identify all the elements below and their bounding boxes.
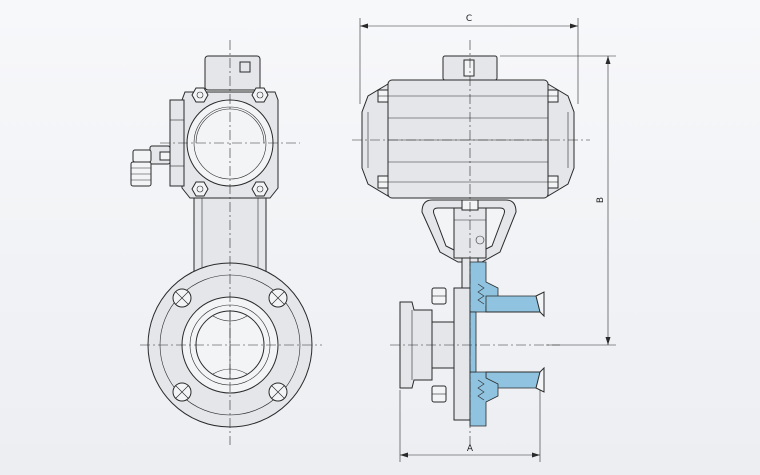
- lower-seal-serration: [477, 379, 485, 401]
- flange-bolt-tr: [268, 288, 288, 308]
- air-fitting: [130, 145, 171, 187]
- actuator-body: [387, 79, 549, 199]
- cap-bolt-tl: [377, 89, 389, 103]
- actuator-port-boss: [204, 55, 261, 91]
- cap-bolt-bl: [377, 175, 389, 189]
- indicator-slot: [463, 59, 475, 77]
- flange-bolt-tl: [172, 288, 192, 308]
- flange-bolt-br: [268, 382, 288, 402]
- flange-bolt-bl: [172, 382, 192, 402]
- section-upper-tube-wall: [485, 295, 541, 313]
- dimension-b-label: B: [596, 197, 606, 203]
- section-lower-seat: [469, 371, 499, 427]
- dimension-c: [359, 18, 579, 104]
- actuator-bolt-bl: [191, 181, 209, 197]
- dimension-a-label: A: [467, 444, 474, 454]
- neck-bolt-upper: [431, 287, 447, 305]
- actuator-port-square: [239, 61, 251, 73]
- dimension-c-label: C: [466, 14, 472, 24]
- tube-end-upper: [535, 291, 545, 318]
- actuator-bolt-br: [251, 181, 269, 197]
- actuator-end-cap-right: [547, 83, 575, 197]
- neck-bolt-lower: [431, 385, 447, 403]
- upper-seal-serration: [477, 283, 485, 305]
- dimension-b: [500, 55, 616, 346]
- cap-bolt-br: [547, 175, 559, 189]
- cap-bolt-tr: [547, 89, 559, 103]
- valve-body-left-half: [453, 287, 471, 421]
- tube-end-lower: [535, 366, 545, 393]
- actuator-bolt-tr: [251, 87, 269, 103]
- dimension-a: [399, 390, 541, 462]
- end-view: [130, 40, 322, 445]
- section-disc-edge: [469, 311, 477, 373]
- actuator-bolt-tl: [191, 87, 209, 103]
- side-view: C B A: [352, 14, 616, 462]
